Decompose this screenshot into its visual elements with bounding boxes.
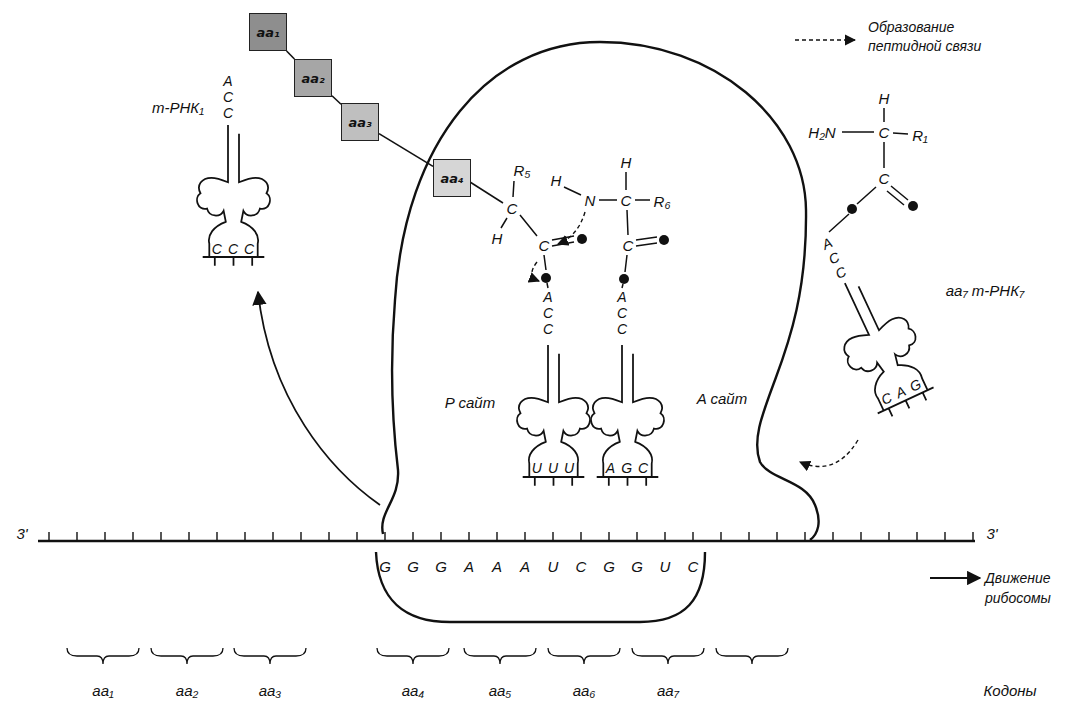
- diagram-label: C: [576, 558, 587, 575]
- diagram-label: N: [585, 192, 596, 209]
- diagram-label: C: [507, 200, 518, 217]
- residue-name: aa₃: [348, 115, 371, 130]
- diagram-label: R₅: [514, 162, 531, 179]
- peptide-residue-box: aa₃: [341, 103, 379, 141]
- diagram-label: ACC: [615, 289, 629, 337]
- diagram-label: U: [660, 558, 671, 575]
- diagram-label: G: [435, 558, 447, 575]
- diagram-label: CAG: [879, 373, 930, 409]
- trna-7: [817, 265, 943, 423]
- peptide-bond-line: [287, 51, 295, 59]
- oxygen-dots: [541, 201, 918, 284]
- trna-1: [197, 125, 270, 266]
- diagram-label: ACC: [541, 289, 555, 337]
- diagram-label: P сайт: [445, 394, 495, 411]
- residue-name: aa₁: [256, 25, 279, 40]
- diagram-label: R₁: [912, 127, 928, 144]
- diagram-label: A: [492, 558, 502, 575]
- diagram-label: G: [379, 558, 391, 575]
- diagram-label: aa₆: [573, 682, 596, 699]
- diagram-label: C: [621, 192, 632, 209]
- diagram-label: G: [407, 558, 419, 575]
- diagram-label: 3': [986, 525, 997, 542]
- diagram-label: G: [603, 558, 615, 575]
- peptide-residue-box: aa₁: [249, 13, 287, 51]
- diagram-label: CCC: [212, 241, 260, 258]
- diagram-label: aa₅: [489, 682, 512, 699]
- diagram-label: aa₄: [402, 682, 425, 699]
- diagram-label: Движение рибосомы: [985, 568, 1061, 608]
- peptide-bond-arrows: [532, 40, 858, 467]
- diagram-label: A сайт: [697, 390, 747, 407]
- diagram-label: C: [688, 558, 699, 575]
- mrna-ticks: [49, 532, 973, 541]
- large-subunit: [382, 42, 818, 540]
- diagram-label: UUU: [532, 460, 580, 477]
- diagram-label: H: [551, 172, 562, 189]
- diagram-label: A: [464, 558, 474, 575]
- peptide-residue-box: aa₂: [294, 59, 332, 97]
- diagram-label: C: [539, 237, 550, 254]
- diagram-label: AGC: [606, 460, 654, 477]
- diagram-label: A: [520, 558, 530, 575]
- diagram-label: Кодоны: [983, 682, 1036, 699]
- diagram-label: H: [492, 230, 503, 247]
- residue-name: aa₄: [440, 171, 463, 186]
- diagram-label: H: [621, 154, 632, 171]
- legend-text: Образование пептидной связи: [868, 18, 1028, 56]
- trna-p-site: [517, 345, 590, 486]
- small-subunit: [376, 552, 705, 622]
- diagram-label: U: [548, 558, 559, 575]
- diagram-label: т-РНК₁: [152, 99, 204, 116]
- diagram-label: R₆: [654, 193, 671, 210]
- diagram-label: aa₁: [92, 682, 113, 699]
- peptide-bond-line: [332, 96, 341, 104]
- diagram-label: aa₂: [176, 682, 198, 699]
- trna-a-site: [591, 345, 664, 486]
- chemical-bonds: [470, 108, 908, 288]
- diagram-label: aa₃: [259, 682, 282, 699]
- residue-name: aa₂: [301, 71, 324, 86]
- diagram-label: C: [879, 124, 890, 141]
- diagram-label: G: [631, 558, 643, 575]
- diagram-label: aa₇: [657, 682, 679, 699]
- mrna-strand: [38, 540, 975, 543]
- diagram-label: H: [879, 90, 890, 107]
- peptide-residue-box: aa₄: [433, 159, 471, 197]
- diagram-label: C: [879, 170, 890, 187]
- diagram-label: ACC: [818, 233, 851, 282]
- legend-sample: [795, 39, 855, 40]
- ribosome: [376, 42, 819, 622]
- diagram-label: 3': [16, 525, 27, 542]
- codon-brackets: [67, 648, 788, 664]
- diagram-label: aa₇ т-РНК₇: [946, 282, 1025, 299]
- diagram-label: ACC: [221, 73, 235, 121]
- diagram-label: C: [623, 237, 634, 254]
- peptide-bond-line: [379, 134, 433, 167]
- diagram-label: H₂N: [808, 124, 835, 141]
